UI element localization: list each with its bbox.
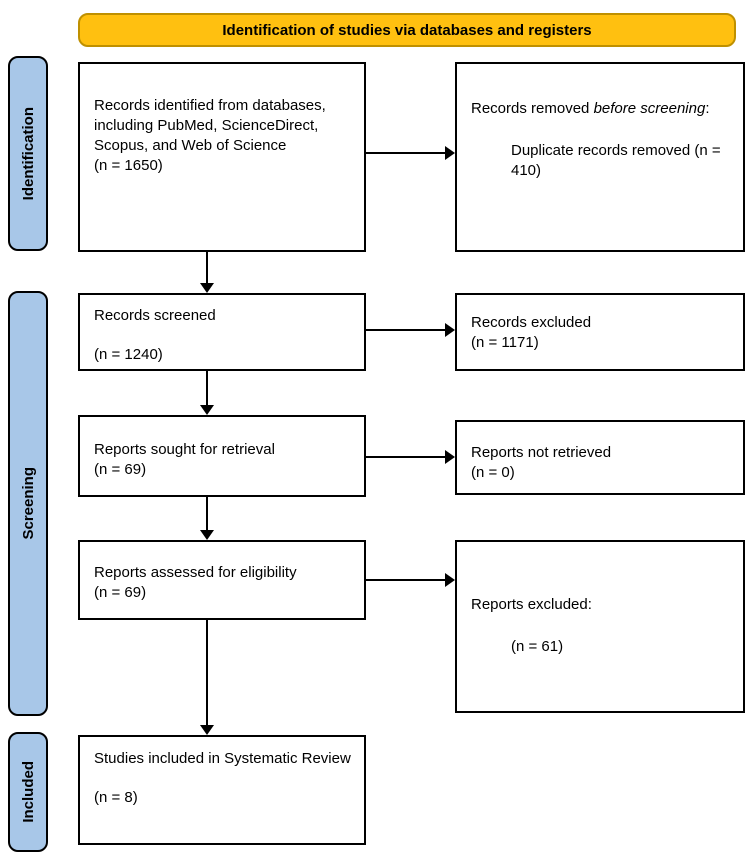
records-excluded-count: (n = 1171)	[471, 334, 539, 351]
records-excluded-text: Records excluded	[471, 314, 592, 331]
arrow-screened-to-sought	[200, 371, 214, 415]
arrow-identified-to-screened	[200, 252, 214, 293]
arrowhead-down-icon	[200, 283, 214, 293]
arrowhead-down-icon	[200, 725, 214, 735]
arrow-sought-to-not-retrieved	[366, 450, 455, 464]
stage-screening-label: Screening	[19, 467, 37, 540]
studies-included-text: Studies included in Systematic Review	[94, 750, 351, 767]
box-studies-included: Studies included in Systematic Review (n…	[78, 735, 366, 845]
records-removed-text: Records removed before screening:	[471, 100, 710, 117]
stage-identification-label: Identification	[19, 106, 37, 201]
records-identified-text: Records identified from databases, inclu…	[94, 97, 326, 154]
reports-excluded-count: (n = 61)	[511, 638, 564, 655]
box-reports-not-retrieved: Reports not retrieved (n = 0)	[455, 420, 745, 495]
arrow-sought-to-assessed	[200, 497, 214, 540]
arrow-assessed-to-included	[200, 620, 214, 735]
stage-included-label: Included	[19, 761, 37, 823]
reports-not-retrieved-text: Reports not retrieved	[471, 444, 612, 461]
box-records-removed: Records removed before screening: Duplic…	[455, 62, 745, 252]
box-reports-excluded: Reports excluded: (n = 61)	[455, 540, 745, 713]
reports-not-retrieved-count: (n = 0)	[471, 464, 515, 481]
arrow-screened-to-excluded	[366, 323, 455, 337]
arrowhead-down-icon	[200, 405, 214, 415]
records-identified-count: (n = 1650)	[94, 157, 163, 174]
records-screened-text: Records screened	[94, 307, 216, 324]
reports-sought-text: Reports sought for retrieval	[94, 441, 275, 458]
arrow-identified-to-removed	[366, 146, 455, 160]
reports-excluded-text: Reports excluded:	[471, 596, 592, 613]
arrowhead-down-icon	[200, 530, 214, 540]
arrowhead-right-icon	[445, 573, 455, 587]
reports-sought-count: (n = 69)	[94, 461, 147, 478]
arrowhead-right-icon	[445, 450, 455, 464]
stage-screening: Screening	[8, 291, 48, 716]
box-records-identified: Records identified from databases, inclu…	[78, 62, 366, 252]
arrowhead-right-icon	[445, 146, 455, 160]
studies-included-count: (n = 8)	[94, 789, 138, 806]
reports-assessed-text: Reports assessed for eligibility	[94, 564, 297, 581]
arrowhead-right-icon	[445, 323, 455, 337]
arrow-assessed-to-reports-excluded	[366, 573, 455, 587]
stage-included: Included	[8, 732, 48, 852]
box-reports-sought: Reports sought for retrieval (n = 69)	[78, 415, 366, 497]
stage-identification: Identification	[8, 56, 48, 251]
box-reports-assessed: Reports assessed for eligibility (n = 69…	[78, 540, 366, 620]
banner-title: Identification of studies via databases …	[78, 13, 736, 47]
records-screened-count: (n = 1240)	[94, 346, 163, 363]
reports-assessed-count: (n = 69)	[94, 584, 147, 601]
records-removed-italic: before screening	[593, 100, 706, 117]
box-records-screened: Records screened (n = 1240)	[78, 293, 366, 371]
duplicates-removed-text: Duplicate records removed (n = 410)	[511, 142, 721, 179]
box-records-excluded: Records excluded (n = 1171)	[455, 293, 745, 371]
